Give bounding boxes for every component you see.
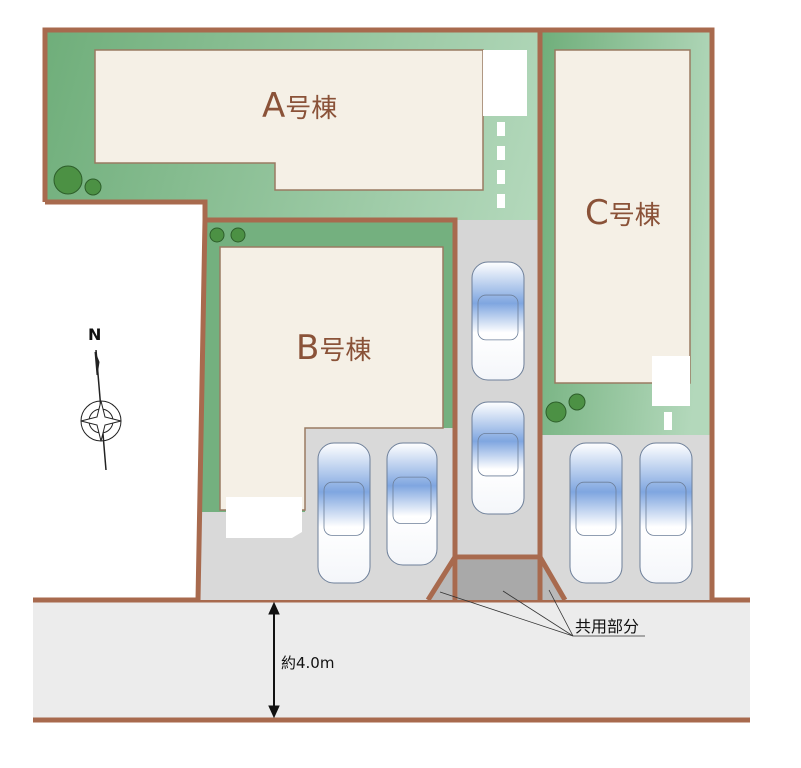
- north-label: N: [88, 325, 101, 344]
- road: [33, 600, 750, 720]
- path-c: [664, 412, 672, 430]
- tree-icon: [568, 393, 586, 411]
- building-b-label: B号棟: [296, 328, 371, 368]
- trees: [53, 165, 586, 423]
- building-a-label: A号棟: [262, 86, 337, 126]
- car-icon: [639, 442, 693, 584]
- road-width-arrow: [268, 601, 280, 719]
- tree-icon: [209, 227, 225, 243]
- car-icon: [317, 442, 371, 584]
- building-b: [219, 246, 444, 511]
- porch-c: [652, 356, 690, 406]
- road-width-label: 約4.0m: [281, 654, 334, 672]
- tree-icon: [545, 401, 567, 423]
- parked-cars: [317, 261, 693, 584]
- car-icon: [386, 442, 438, 566]
- lot-boundaries: [42, 27, 715, 602]
- shared-area-leader: [439, 589, 645, 637]
- building-c: [554, 49, 691, 384]
- path-a: [497, 122, 505, 208]
- car-icon: [569, 442, 623, 584]
- tree-icon: [230, 227, 246, 243]
- compass-rose-icon: [80, 349, 122, 471]
- car-icon: [471, 261, 525, 381]
- tree-icon: [84, 178, 102, 196]
- building-c-label: C号棟: [585, 193, 661, 233]
- tree-icon: [53, 165, 83, 195]
- shared-area-label: 共用部分: [575, 617, 639, 636]
- porch-b: [226, 497, 302, 538]
- car-icon: [471, 401, 525, 515]
- porch-a: [483, 50, 527, 116]
- shared-area-center: [458, 560, 538, 600]
